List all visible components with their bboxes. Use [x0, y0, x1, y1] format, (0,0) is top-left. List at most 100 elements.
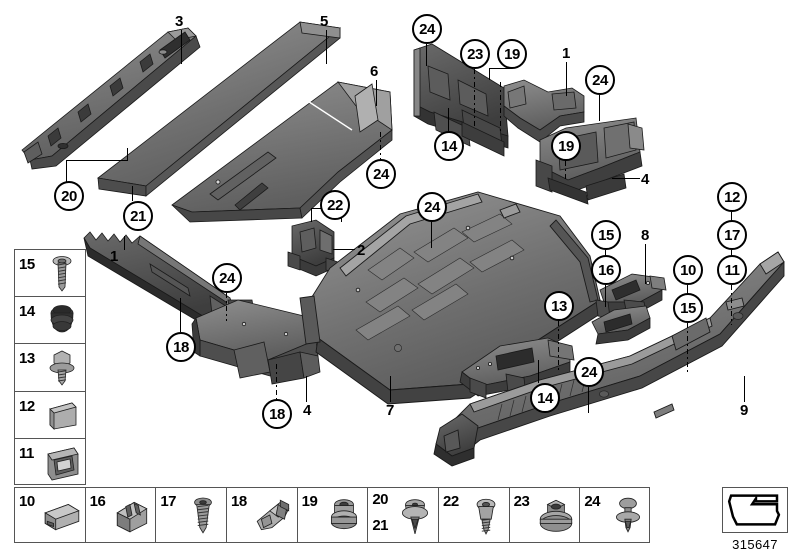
- flat-cover-plate-icon: [49, 402, 77, 430]
- callout-4[interactable]: 4: [303, 402, 311, 419]
- legend-item-15[interactable]: 15: [15, 250, 85, 298]
- callout-19[interactable]: 19: [551, 131, 581, 161]
- legend-item-12[interactable]: 12: [15, 392, 85, 439]
- legend-item-10[interactable]: 10: [15, 488, 86, 542]
- legend-number-11: 11: [19, 444, 34, 462]
- callout-11[interactable]: 11: [717, 255, 747, 285]
- flat-square-cover-icon: [43, 504, 80, 531]
- callout-24[interactable]: 24: [366, 159, 396, 189]
- rubber-blanking-plug-icon-wrap: [42, 300, 82, 340]
- leader-24b: [599, 95, 601, 121]
- callout-14[interactable]: 14: [434, 131, 464, 161]
- callout-24[interactable]: 24: [417, 192, 447, 222]
- callout-18[interactable]: 18: [166, 332, 196, 362]
- leader-2: [333, 249, 355, 251]
- legend-item-11[interactable]: 11: [15, 439, 85, 486]
- legend-number-18: 18: [231, 493, 247, 510]
- callout-15[interactable]: 15: [673, 293, 703, 323]
- legend-item-13[interactable]: 13: [15, 344, 85, 392]
- callout-4[interactable]: 4: [641, 171, 649, 188]
- leader-14b: [538, 360, 540, 383]
- legend-item-16[interactable]: 16: [86, 488, 157, 542]
- callout-24[interactable]: 24: [574, 357, 604, 387]
- callout-5[interactable]: 5: [320, 13, 328, 30]
- legend-number-10: 10: [19, 493, 35, 510]
- callout-10[interactable]: 10: [673, 255, 703, 285]
- legend-item-14[interactable]: 14: [15, 297, 85, 345]
- callout-9[interactable]: 9: [740, 402, 748, 419]
- callout-17[interactable]: 17: [717, 220, 747, 250]
- flat-square-cover-icon-wrap: [41, 494, 83, 536]
- slotted-clamp-nut-icon-wrap: [111, 494, 153, 536]
- legend-number-17: 17: [160, 493, 177, 510]
- legend-item-19[interactable]: 19: [298, 488, 369, 542]
- part-2-small-bracket: [287, 219, 339, 277]
- legend-number-13: 13: [19, 350, 35, 368]
- callout-16[interactable]: 16: [591, 255, 621, 285]
- part-6-wheelhouse-liner: [171, 81, 393, 223]
- callout-3[interactable]: 3: [175, 13, 183, 30]
- push-in-plastic-rivet-icon: [616, 497, 640, 533]
- arrow-direction-icon: [727, 494, 781, 526]
- callout-21[interactable]: 21: [123, 201, 153, 231]
- leader-22-l: [311, 208, 313, 222]
- legend-number-24: 24: [584, 493, 601, 510]
- stepped-collar-nut-icon-wrap: [323, 494, 365, 536]
- legend-number-23: 23: [513, 493, 530, 510]
- legend-item-22[interactable]: 22: [439, 488, 510, 542]
- leader-3: [181, 30, 183, 64]
- callout-13[interactable]: 13: [544, 291, 574, 321]
- leader-20-up: [127, 148, 129, 161]
- torx-pan-screw-icon: [476, 498, 496, 535]
- legend-item-17[interactable]: 17: [156, 488, 227, 542]
- callout-1[interactable]: 1: [110, 248, 118, 265]
- leader-21: [132, 186, 134, 201]
- leader-4a: [612, 178, 640, 180]
- diagram-number: 315647: [732, 537, 778, 552]
- legend-number-12: 12: [19, 397, 35, 415]
- callout-2[interactable]: 2: [357, 242, 365, 259]
- leader-6: [376, 80, 378, 106]
- leader-24c: [380, 132, 382, 162]
- legend-item-18[interactable]: 18: [227, 488, 298, 542]
- leader-19a: [500, 82, 502, 134]
- leader-14a: [448, 108, 450, 131]
- leader-24e: [226, 293, 228, 321]
- flat-cover-plate-icon-wrap: [42, 395, 82, 435]
- leader-13: [558, 321, 560, 373]
- callout-24[interactable]: 24: [412, 14, 442, 44]
- callout-8[interactable]: 8: [641, 227, 649, 244]
- callout-14[interactable]: 14: [530, 383, 560, 413]
- legend-number-19: 19: [301, 493, 318, 510]
- legend-number-20: 20: [372, 491, 389, 508]
- callout-12[interactable]: 12: [717, 182, 747, 212]
- leader-1b: [124, 236, 126, 250]
- leader-23: [474, 69, 476, 129]
- pan-head-tapping-screw-icon: [52, 256, 72, 292]
- legend-item-24[interactable]: 24: [580, 488, 651, 542]
- legend-item-23[interactable]: 23: [510, 488, 581, 542]
- leader-19a-drop: [489, 68, 491, 80]
- callout-22[interactable]: 22: [320, 190, 350, 220]
- callout-19[interactable]: 19: [497, 39, 527, 69]
- callout-18[interactable]: 18: [262, 399, 292, 429]
- callout-7[interactable]: 7: [386, 402, 394, 419]
- part-4-left-closing-panel: [191, 299, 321, 385]
- expanding-rivet-icon-wrap: [394, 494, 436, 536]
- leader-24f: [588, 387, 590, 413]
- callout-24[interactable]: 24: [212, 263, 242, 293]
- callout-24[interactable]: 24: [585, 65, 615, 95]
- callout-23[interactable]: 23: [460, 39, 490, 69]
- hex-flange-nut-icon-wrap: [535, 494, 577, 536]
- callout-20[interactable]: 20: [54, 181, 84, 211]
- callout-1[interactable]: 1: [562, 45, 570, 62]
- leader-15b: [687, 323, 689, 373]
- callout-15[interactable]: 15: [591, 220, 621, 250]
- torx-pan-screw-icon-wrap: [465, 494, 507, 536]
- leader-24d: [431, 222, 433, 248]
- callout-6[interactable]: 6: [370, 63, 378, 80]
- part-5-cover-panel: [97, 21, 341, 197]
